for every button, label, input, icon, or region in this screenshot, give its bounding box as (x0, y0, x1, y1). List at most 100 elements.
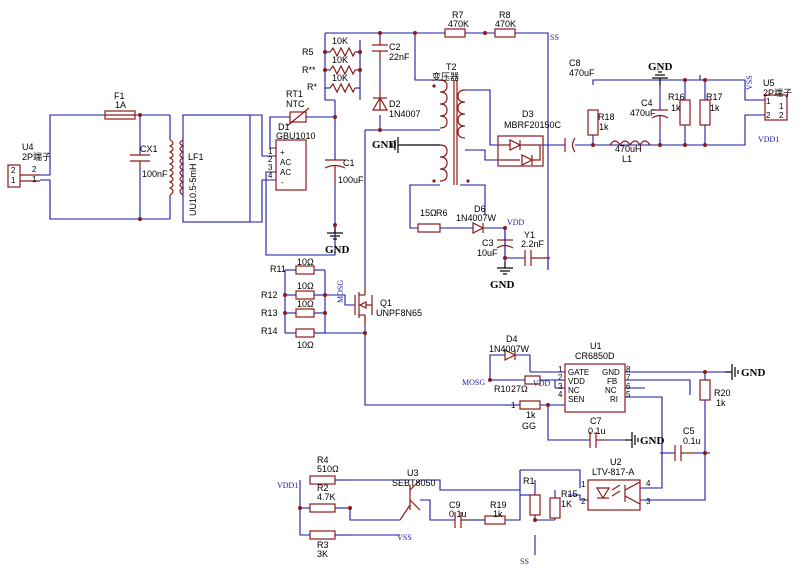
r10-value: 27Ω (511, 384, 528, 394)
r5-value: 10K (332, 36, 348, 46)
u1-pin4: 4 (558, 390, 563, 399)
d1-plus: + (280, 148, 285, 157)
c5-value: 0.1u (683, 436, 701, 446)
u1-nc2: NC (605, 386, 617, 395)
r4-ref: R4 (317, 455, 329, 465)
u1-nc: NC (568, 386, 580, 395)
q1-value: UNPF8N65 (376, 308, 422, 318)
c2-ref: C2 (389, 42, 401, 52)
u1-fb: FB (607, 377, 617, 386)
u4-pin1: 1 (32, 175, 37, 184)
mosg-label-2: MOSG (462, 378, 485, 387)
d1-pin3: 3 (268, 163, 273, 172)
u3-value: SEBT8050 (392, 478, 436, 488)
r18-value: 1k (599, 122, 609, 132)
gnd-label-1: GND (325, 244, 350, 256)
d6-value: 1N4007W (456, 213, 497, 223)
r19-ref: R19 (490, 500, 507, 510)
u4-pin2: 2 (32, 165, 37, 174)
r13-value: 10Ω (297, 299, 314, 309)
u1-pin2: 2 (558, 373, 563, 382)
gg-value: 1k (526, 410, 536, 420)
u1-pin6: 6 (626, 382, 631, 391)
r15-ref: R15 (561, 489, 578, 499)
r1-ref: R1 (523, 476, 535, 486)
vdd1-label-1: VDD1 (758, 135, 779, 144)
d1-ref: D1 (278, 122, 290, 132)
c8-ref: C8 (569, 58, 581, 68)
vss-label-1: VSS (745, 75, 754, 90)
d2-ref: D2 (389, 99, 401, 109)
lf1-winding-a (168, 139, 174, 196)
u2-ref: U2 (610, 457, 622, 467)
y1-value: 2.2nF (521, 239, 545, 249)
c7-ref: C7 (590, 416, 602, 426)
d1-pin4: 4 (268, 171, 273, 180)
r16-value: 1k (671, 103, 681, 113)
t2-aux (439, 144, 448, 182)
rt1-ref: RT1 (286, 89, 303, 99)
u5-box1: 1 (779, 102, 784, 111)
u1-gate: GATE (568, 368, 589, 377)
q1-ref: Q1 (380, 298, 392, 308)
u5-connector-body (764, 94, 788, 121)
ground-symbols (327, 71, 739, 448)
r5-ref: R5 (302, 47, 314, 57)
u2-value: LTV-817-A (592, 467, 634, 477)
d4-value: 1N4007W (489, 344, 530, 354)
r3-value: 3K (317, 549, 328, 559)
d3-ref: D3 (522, 109, 534, 119)
r14-value: 10Ω (297, 340, 314, 350)
lf1-ref: LF1 (188, 152, 204, 162)
vdd-label-1: VDD (507, 218, 525, 227)
u2-pin2: 2 (581, 497, 586, 506)
u1-gnd: GND (602, 368, 620, 377)
u5-pin1: 1 (766, 97, 771, 106)
t2-primary (439, 79, 448, 129)
u1-pin7: 7 (626, 373, 631, 382)
r17-ref: R17 (706, 92, 723, 102)
l1-value: 470uH (615, 144, 642, 154)
r6-value: 15Ω (420, 208, 437, 218)
lf1-value: UU10.5-5mH (188, 163, 198, 216)
u1-pin5: 5 (626, 390, 631, 399)
gnd-label-4: GND (648, 61, 673, 73)
rss-value: 10K (332, 55, 348, 65)
c4-ref: C4 (641, 98, 653, 108)
c3-ref: C3 (482, 238, 494, 248)
r15-value: 1K (561, 499, 572, 509)
u1-sen: SEN (568, 395, 585, 404)
u1-value: CR6850D (575, 351, 615, 361)
u2-pin4: 4 (646, 479, 651, 488)
r10-ref: R10 (494, 384, 511, 394)
ss-label-2: SS (520, 557, 529, 566)
u5-box2: 2 (779, 111, 784, 120)
r11-value: 10Ω (297, 257, 314, 267)
t2-value: 变压器 (432, 71, 459, 82)
c2-value: 22nF (389, 52, 410, 62)
r8-ref: R8 (499, 10, 511, 20)
u4-value: 2P端子 (22, 151, 51, 162)
u5-pin2: 2 (766, 111, 771, 120)
gnd-label-5: GND (741, 367, 766, 379)
u1-pin1: 1 (558, 365, 563, 374)
u2-pin1: 1 (581, 480, 586, 489)
u5-value: 2P端子 (763, 87, 792, 98)
c5-ref: C5 (683, 426, 695, 436)
c9-value: 0.1u (449, 509, 467, 519)
u1-pin8: 8 (626, 365, 631, 374)
u3-ref: U3 (407, 468, 419, 478)
junction-dots (138, 31, 707, 522)
gnd-label-2: GND (372, 139, 397, 151)
r3-ref: R3 (317, 540, 329, 550)
d1-value: GBU1010 (276, 131, 316, 141)
net-labels: GND GND GND GND GND GND VDD VDD VDD1 VDD… (277, 33, 779, 566)
u1-vdd: VDD (568, 377, 585, 386)
r7-ref: R7 (452, 10, 464, 20)
d1-bridge-body (275, 139, 307, 191)
r12-value: 10Ω (297, 281, 314, 291)
gg-ref: GG (522, 421, 536, 431)
u4-ref: U4 (22, 142, 34, 152)
cx1-value: 100nF (142, 169, 168, 179)
